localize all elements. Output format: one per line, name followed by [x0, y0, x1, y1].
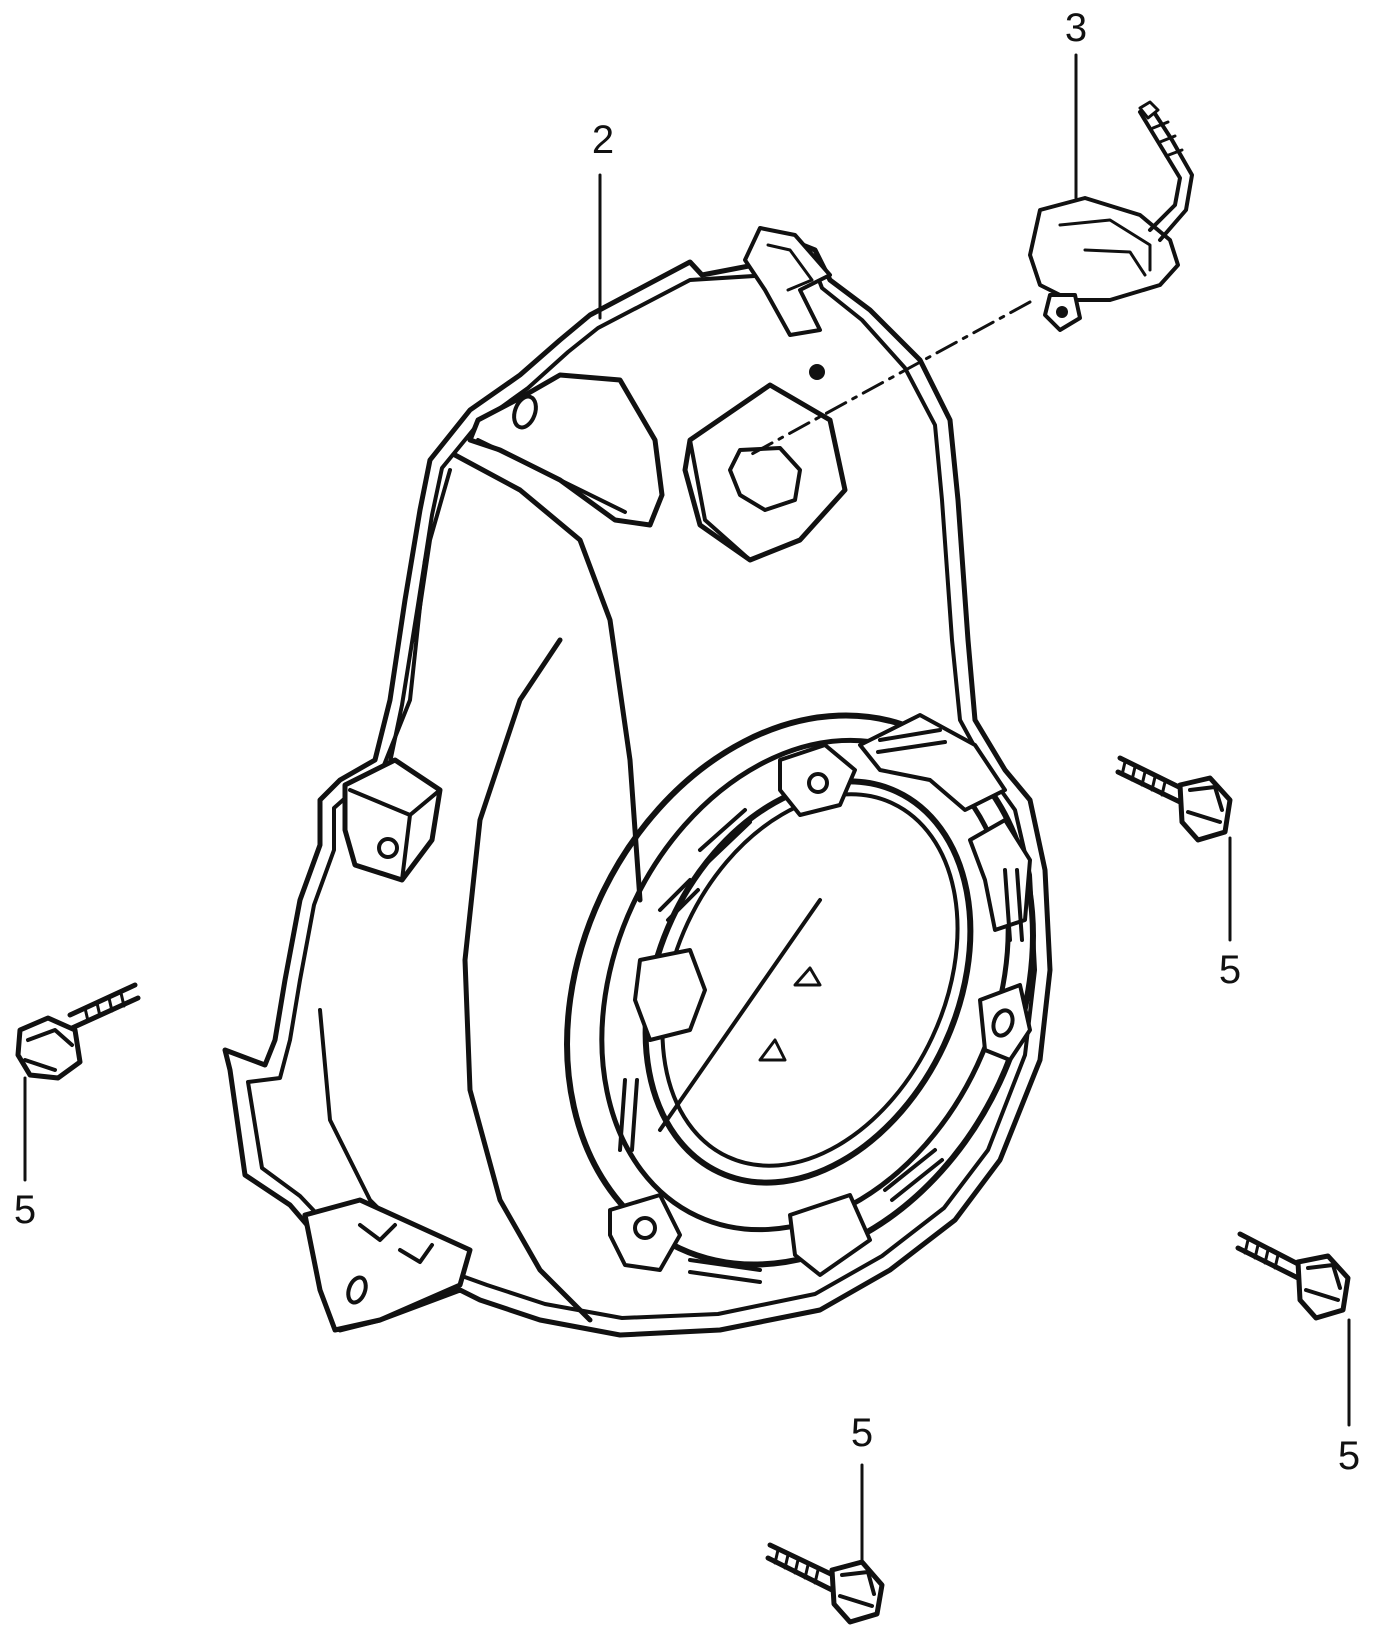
engine-switch-drawing — [748, 100, 1194, 457]
flange-bolt-right-lower-drawing — [1235, 1231, 1351, 1321]
callout-label-bolt-right-upper: 5 — [1218, 948, 1242, 992]
callout-label-bolt-left: 5 — [13, 1188, 37, 1232]
callout-label-bolt-right-lower: 5 — [1337, 1434, 1361, 1478]
callout-label-engine-switch: 3 — [1064, 6, 1088, 50]
flange-bolt-left-drawing — [15, 982, 141, 1081]
flange-bolt-right-upper-drawing — [1115, 755, 1233, 843]
fan-cover-drawing — [222, 226, 1053, 1338]
callout-label-fan-cover: 2 — [591, 118, 615, 162]
leader-lines — [23, 53, 1351, 1564]
flange-bolt-bottom-drawing — [765, 1542, 885, 1625]
callout-label-bolt-bottom: 5 — [850, 1411, 874, 1455]
